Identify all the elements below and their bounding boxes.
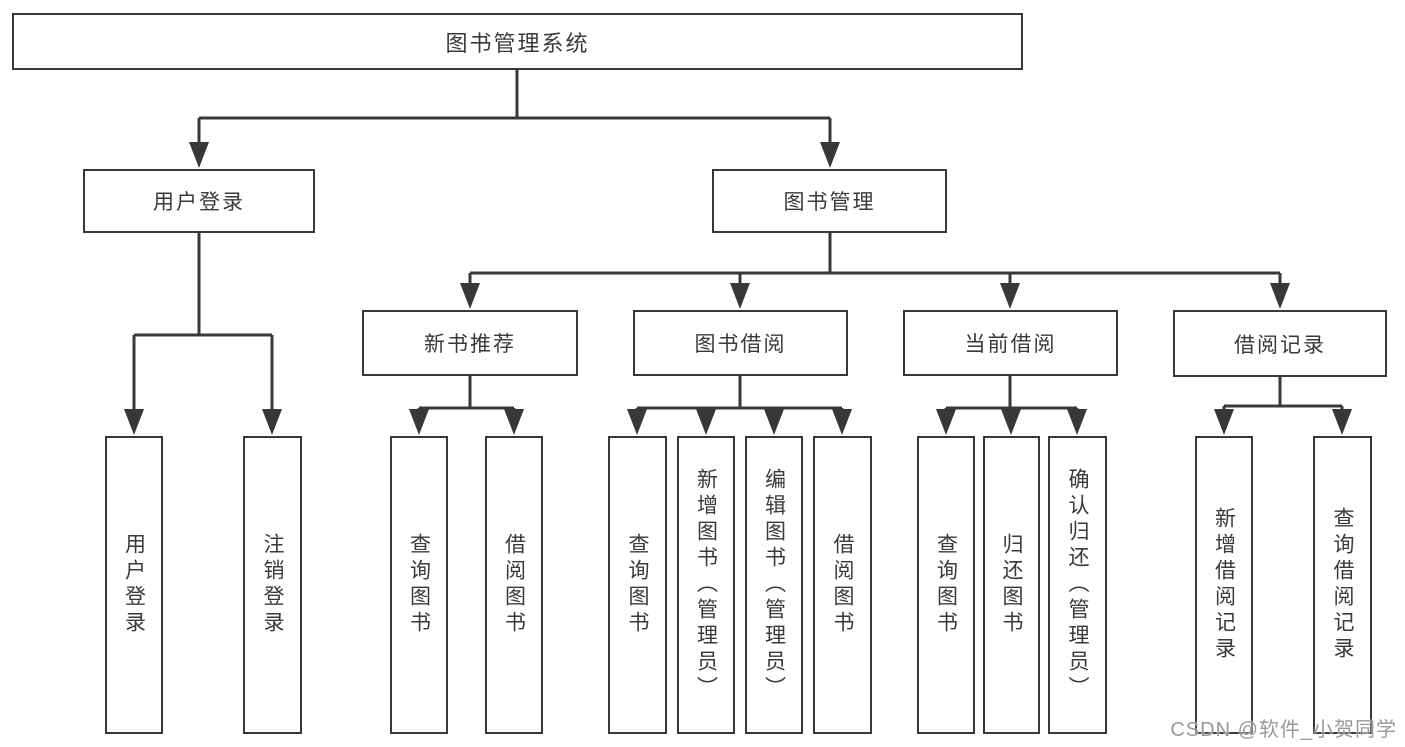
arrow-icon xyxy=(124,409,144,435)
node-label: 借阅图书 xyxy=(502,533,526,637)
leaf-return-books: 归还图书 xyxy=(983,436,1040,734)
arrow-icon xyxy=(627,409,647,435)
arrow-icon xyxy=(764,409,784,435)
node-label: 查询借阅记录 xyxy=(1331,507,1354,663)
node-user-login: 用户登录 xyxy=(83,169,315,233)
node-label: 查询图书 xyxy=(626,533,649,637)
node-new-book-recommend: 新书推荐 xyxy=(362,310,578,376)
leaf-borrow-books-recommend: 借阅图书 xyxy=(485,436,543,734)
arrow-icon xyxy=(1214,409,1234,435)
leaf-query-books-borrowing: 查询图书 xyxy=(608,436,667,734)
node-label: 注销登录 xyxy=(261,533,284,637)
watermark: CSDN @软件_小贺同学 xyxy=(1170,719,1397,741)
node-label: 编辑图书（管理员） xyxy=(762,468,786,702)
arrow-icon xyxy=(696,409,716,435)
node-label: 图书管理 xyxy=(783,191,876,214)
node-label: 确认归还（管理员） xyxy=(1066,468,1089,702)
node-book-management: 图书管理 xyxy=(712,169,947,233)
arrow-icon xyxy=(832,409,852,435)
leaf-user-login: 用户登录 xyxy=(105,436,163,734)
node-label: 新增图书（管理员） xyxy=(694,468,718,702)
node-label: 用户登录 xyxy=(153,191,245,214)
arrow-icon xyxy=(1000,283,1020,309)
arrow-icon xyxy=(409,409,429,435)
leaf-query-borrow-record: 查询借阅记录 xyxy=(1313,436,1372,734)
node-current-borrowing: 当前借阅 xyxy=(903,310,1118,376)
arrow-icon xyxy=(1332,409,1352,435)
leaf-confirm-return-admin: 确认归还（管理员） xyxy=(1048,436,1107,734)
arrow-icon xyxy=(262,409,282,435)
node-label: 归还图书 xyxy=(1000,533,1023,637)
leaf-add-books-admin: 新增图书（管理员） xyxy=(677,436,735,734)
node-label: 用户登录 xyxy=(122,533,146,637)
leaf-logout-login: 注销登录 xyxy=(243,436,302,734)
node-label: 当前借阅 xyxy=(964,333,1057,356)
arrow-icon xyxy=(820,142,840,168)
node-book-borrowing: 图书借阅 xyxy=(633,310,848,376)
arrow-icon xyxy=(460,283,480,309)
arrow-icon xyxy=(504,409,524,435)
node-label: 图书借阅 xyxy=(694,333,787,356)
arrow-icon xyxy=(936,409,956,435)
arrow-icon xyxy=(1001,409,1021,435)
leaf-borrow-books-borrowing: 借阅图书 xyxy=(813,436,872,734)
node-label: 借阅图书 xyxy=(831,533,854,637)
node-label: 查询图书 xyxy=(407,533,431,637)
leaf-query-books-recommend: 查询图书 xyxy=(390,436,448,734)
node-label: 图书管理系统 xyxy=(445,30,590,56)
node-label: 新书推荐 xyxy=(424,333,516,356)
arrow-icon xyxy=(189,142,209,168)
leaf-edit-books-admin: 编辑图书（管理员） xyxy=(745,436,803,734)
leaf-query-books-current: 查询图书 xyxy=(917,436,975,734)
node-label: 借阅记录 xyxy=(1234,333,1326,357)
node-root-system: 图书管理系统 xyxy=(12,13,1023,70)
node-label: 查询图书 xyxy=(934,533,958,637)
node-label: 新增借阅记录 xyxy=(1212,507,1236,663)
arrow-icon xyxy=(1270,283,1290,309)
arrow-icon xyxy=(1067,409,1087,435)
leaf-add-borrow-record: 新增借阅记录 xyxy=(1195,436,1253,734)
node-borrowing-records: 借阅记录 xyxy=(1173,310,1387,377)
arrow-icon xyxy=(730,283,750,309)
